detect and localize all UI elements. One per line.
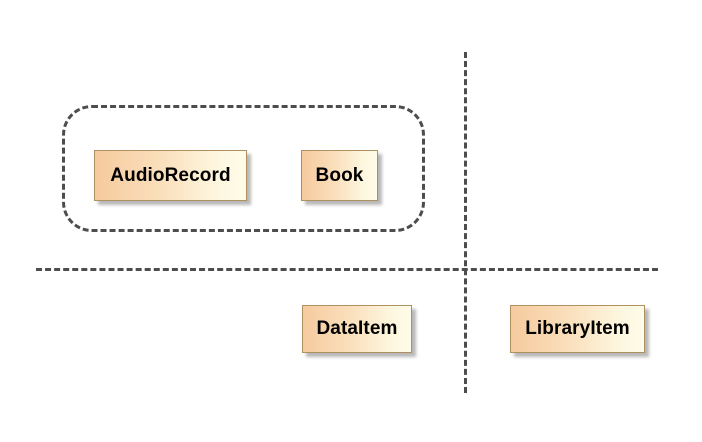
horizontal-divider [36,268,658,271]
node-library-item-label: LibraryItem [525,318,630,339]
vertical-divider [464,52,467,393]
node-audio-record[interactable]: AudioRecord [94,150,247,201]
node-data-item-label: DataItem [316,318,398,339]
node-book[interactable]: Book [301,150,378,201]
node-audio-record-label: AudioRecord [110,164,231,186]
group-container[interactable] [62,105,425,232]
node-data-item[interactable]: DataItem [302,305,412,353]
node-book-label: Book [315,164,364,186]
node-library-item[interactable]: LibraryItem [510,305,645,353]
